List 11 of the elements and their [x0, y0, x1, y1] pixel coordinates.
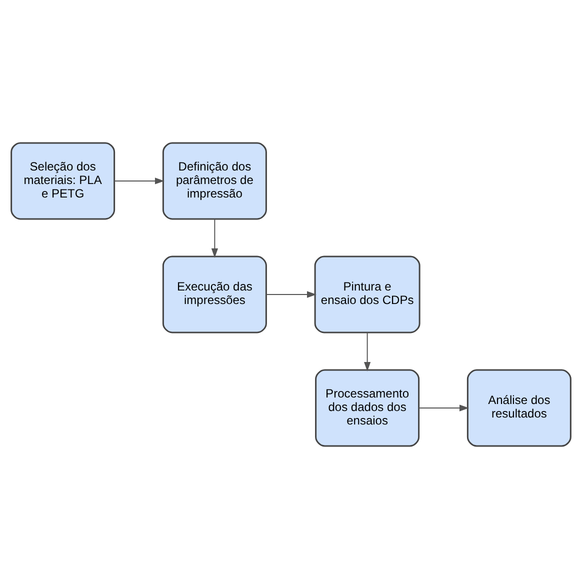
arrow [266, 290, 316, 298]
arrow [114, 177, 164, 184]
node-box: Execução das impressões [162, 255, 267, 333]
arrow [364, 332, 371, 371]
arrow [418, 404, 469, 411]
node-box: Definição dos parâmetros de impressão [162, 142, 267, 220]
node-box: Análise dos resultados [466, 368, 572, 446]
node-box: Processamento dos dados dos ensaios [315, 368, 420, 446]
node-box: Seleção dos materiais: PLA e PETG [10, 142, 116, 220]
arrow [211, 218, 218, 258]
node-box: Pintura e ensaio dos CDPs [314, 255, 420, 333]
